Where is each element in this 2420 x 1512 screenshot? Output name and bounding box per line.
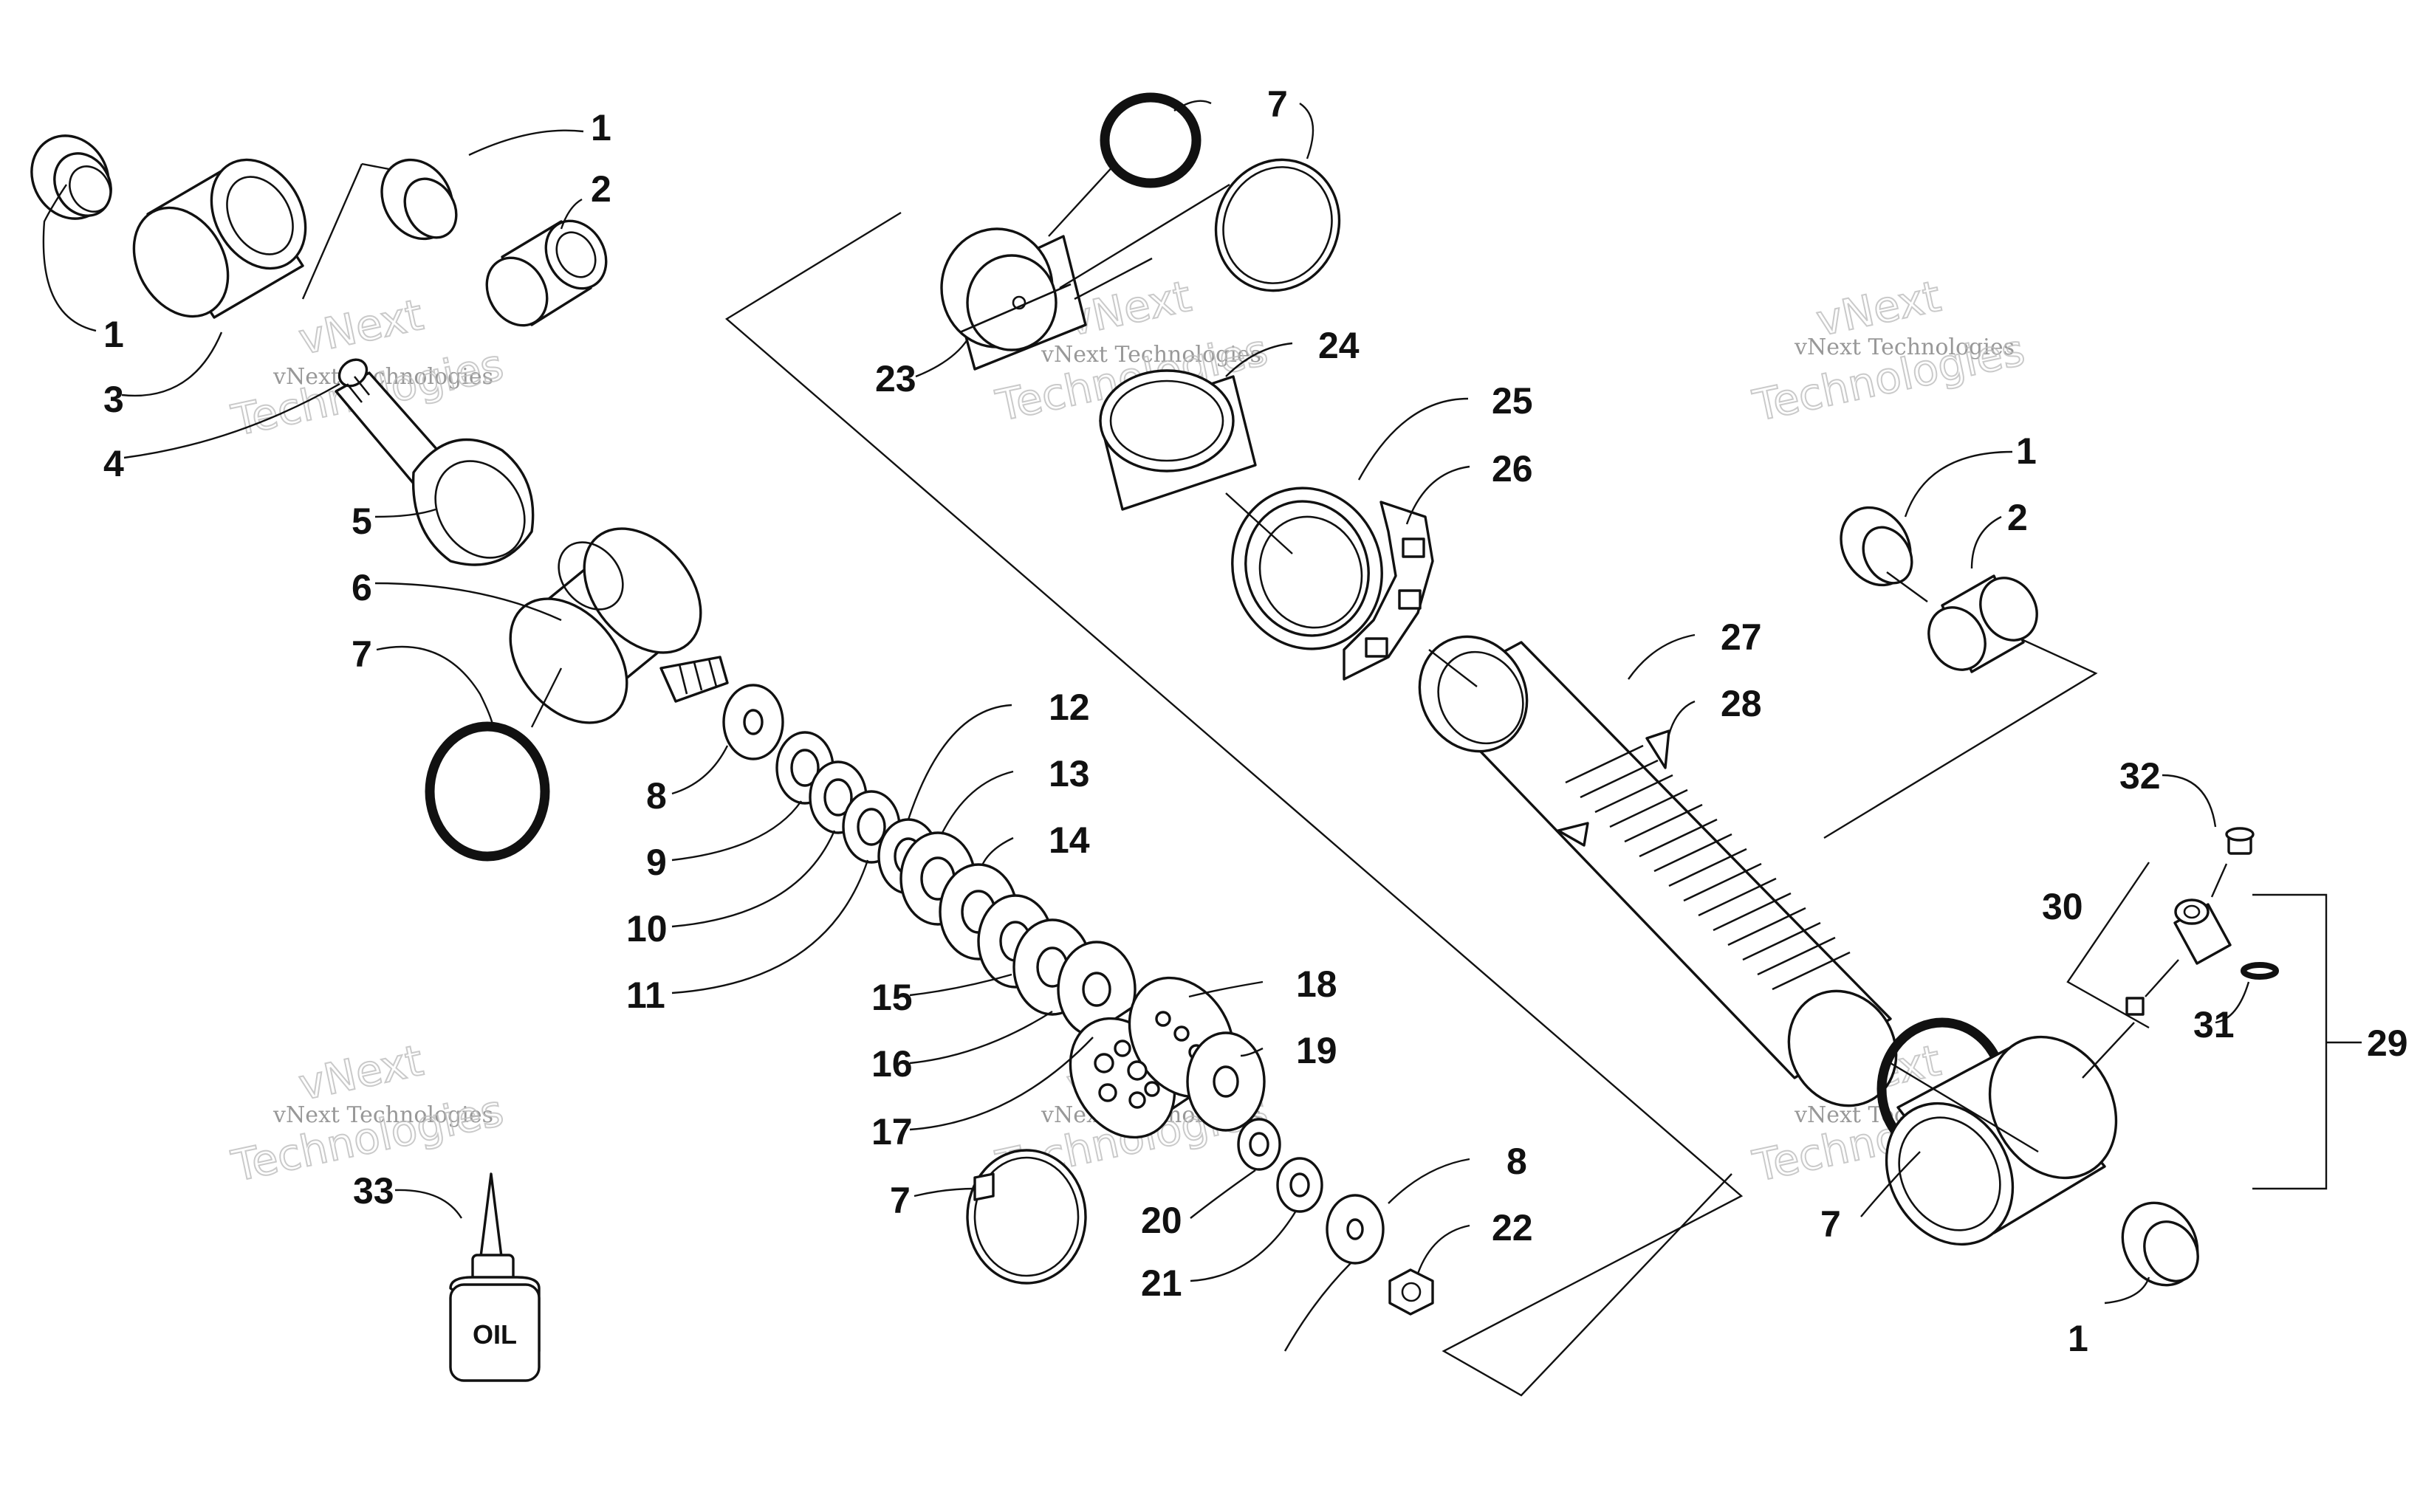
- callout-2-left: 2: [591, 168, 611, 210]
- o-ring-7-left: [425, 721, 550, 862]
- callout-28: 28: [1721, 683, 1762, 724]
- bushing-1-upper: [380, 158, 458, 241]
- callout-1-top-left-lower: 1: [103, 314, 124, 355]
- shock-body-27: [1418, 635, 1898, 1107]
- valve-insert: [2125, 997, 2145, 1016]
- callout-4: 4: [103, 443, 124, 484]
- watermark-big-word-1: vNext: [295, 1035, 428, 1110]
- watermark-big-word-1: vNext: [295, 289, 428, 365]
- piston-band-7: [966, 1149, 1087, 1285]
- shaft-bumper-5: [411, 438, 535, 566]
- watermark-line: vNext Technologies: [272, 364, 493, 390]
- callout-24: 24: [1318, 325, 1360, 366]
- watermark-line: vNext Technologies: [1041, 342, 1261, 368]
- spacer-2-upper: [485, 219, 608, 327]
- callout-11: 11: [626, 975, 665, 1016]
- bracket-30: [2066, 862, 2150, 1029]
- callout-12: 12: [1049, 687, 1090, 728]
- callout-7-bottom: 7: [890, 1180, 911, 1221]
- washer-8-left: [722, 684, 784, 760]
- callout-33: 33: [353, 1170, 394, 1212]
- reservoir-cap-23: [940, 227, 1087, 371]
- callout-21: 21: [1141, 1262, 1182, 1304]
- callout-9: 9: [646, 842, 667, 883]
- callout-26: 26: [1492, 448, 1533, 489]
- damper-group-outline: [724, 211, 1744, 1397]
- nut-22: [1388, 1268, 1434, 1316]
- callout-7-right: 7: [1820, 1203, 1841, 1245]
- callout-31: 31: [2193, 1004, 2235, 1045]
- callout-22: 22: [1492, 1207, 1533, 1248]
- bushing-1-top-left: [30, 134, 112, 220]
- watermark-line: vNext Technologies: [1794, 334, 2015, 360]
- preload-nut-25: [1231, 487, 1383, 650]
- callout-7-left: 7: [352, 633, 372, 675]
- callout-25: 25: [1492, 380, 1533, 422]
- o-ring-31: [2241, 962, 2279, 980]
- callout-7-top: 7: [1267, 83, 1288, 125]
- spacer-2-right: [1927, 574, 2038, 673]
- shim-stack: [722, 684, 1137, 1038]
- bushing-link-right: [1823, 632, 2098, 839]
- callout-1-bottom-right: 1: [2068, 1318, 2088, 1359]
- bushing-link-top-left-2: [361, 162, 394, 171]
- oil-bottle-33: OIL: [449, 1172, 541, 1382]
- callout-20: 20: [1141, 1200, 1182, 1241]
- callout-5: 5: [352, 501, 372, 542]
- o-ring-7-top: [1100, 92, 1202, 188]
- right-bushing-group: [1840, 506, 2038, 673]
- eyelet-sleeve-3: [132, 158, 307, 319]
- watermark-bottom-left: vNext vNext Technologies Technologies: [227, 1034, 509, 1192]
- bushing-1-right: [1840, 506, 1913, 587]
- callout-numbers: 1 1 1 1 2 2 3 4 5 6 7 7 7 7 8 8 9 10 11 …: [103, 83, 2408, 1359]
- band-7-top: [1214, 158, 1341, 292]
- leader-lines: [42, 100, 2250, 1352]
- callout-1-top-left-upper: 1: [591, 107, 611, 148]
- callout-27: 27: [1721, 616, 1762, 658]
- group-outlines: [301, 162, 2362, 1397]
- seal-head-6: [509, 527, 729, 724]
- watermark-top-right: vNext vNext Technologies Technologies: [1748, 270, 2030, 432]
- callout-30: 30: [2042, 886, 2083, 927]
- shim-19: [1186, 1031, 1266, 1132]
- valve-cap-32: [2225, 827, 2255, 855]
- callout-16: 16: [871, 1043, 913, 1085]
- callout-8-right: 8: [1506, 1141, 1527, 1182]
- callout-10: 10: [626, 908, 668, 949]
- callout-18: 18: [1296, 963, 1337, 1005]
- washer-20: [1237, 1118, 1281, 1171]
- valve-group: [2125, 827, 2279, 1016]
- collar-24: [1099, 369, 1257, 511]
- callout-13: 13: [1049, 753, 1090, 794]
- shaft-assembly: [30, 134, 1434, 1316]
- callout-19: 19: [1296, 1030, 1337, 1071]
- callout-23: 23: [875, 358, 916, 399]
- oil-bottle-label: OIL: [473, 1319, 517, 1350]
- callout-14: 14: [1049, 819, 1090, 861]
- callout-6: 6: [352, 567, 372, 608]
- callout-32: 32: [2119, 755, 2161, 797]
- callout-29: 29: [2367, 1023, 2408, 1064]
- callout-15: 15: [871, 977, 913, 1018]
- bracket-29: [2252, 893, 2328, 1190]
- callout-1-right: 1: [2016, 430, 2037, 472]
- body-assembly: [940, 92, 2199, 1287]
- bushing-1-bottom-right: [2121, 1201, 2199, 1287]
- bushing-link-top-left: [301, 163, 363, 300]
- schrader-valve-30: [2173, 898, 2232, 965]
- lock-ring-26: [1343, 501, 1434, 681]
- watermark-line: vNext Technologies: [272, 1102, 493, 1128]
- callout-8-left: 8: [646, 775, 667, 817]
- thread-lines: [1565, 744, 1851, 991]
- callout-3: 3: [103, 379, 124, 420]
- callout-17: 17: [871, 1111, 913, 1152]
- washer-8-right: [1326, 1194, 1385, 1265]
- washer-21: [1276, 1157, 1323, 1213]
- callout-2-right: 2: [2007, 497, 2028, 538]
- shim-17: [1057, 941, 1137, 1038]
